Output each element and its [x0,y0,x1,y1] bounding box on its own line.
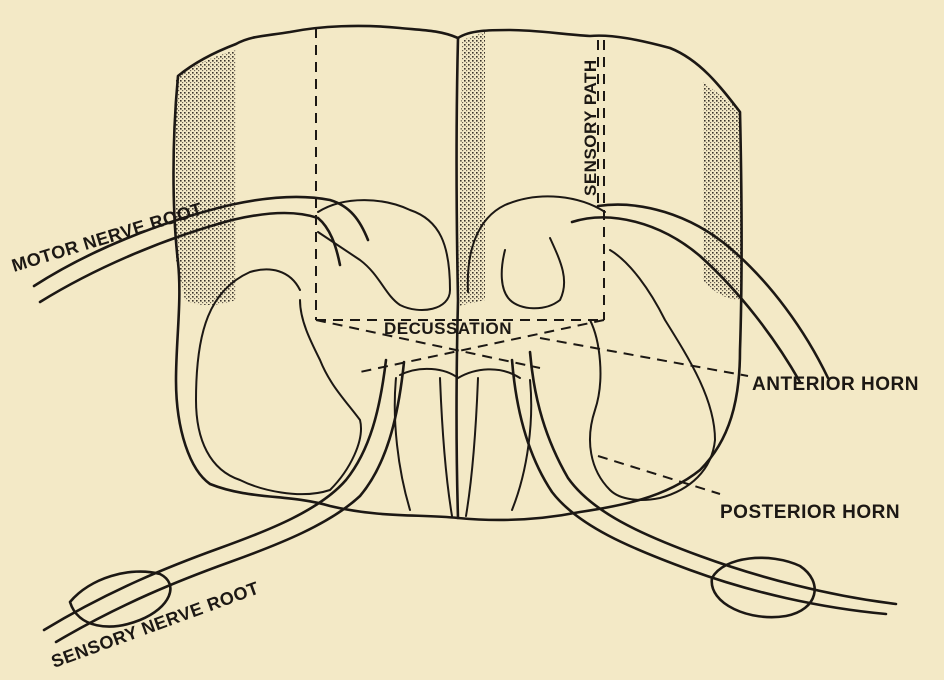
posterior-columns [395,378,531,516]
posterior-horn-label: POSTERIOR HORN [720,502,900,523]
center-left-stippled-band [458,32,485,306]
left-stippled-column [176,50,236,305]
decussation-label: DECUSSATION [384,319,512,338]
median-fissure [457,38,459,518]
anterior-horn-label: ANTERIOR HORN [752,374,919,395]
anterior-horn-leader [540,338,748,376]
sensory-path-label: SENSORY PATH [581,59,600,196]
right-anterior-root-lower [572,217,800,382]
gray-commissure [400,369,520,378]
posterior-horn-leader [598,456,720,494]
sensory-nerve-root-upper [44,360,386,630]
right-stippled-column [703,82,742,300]
